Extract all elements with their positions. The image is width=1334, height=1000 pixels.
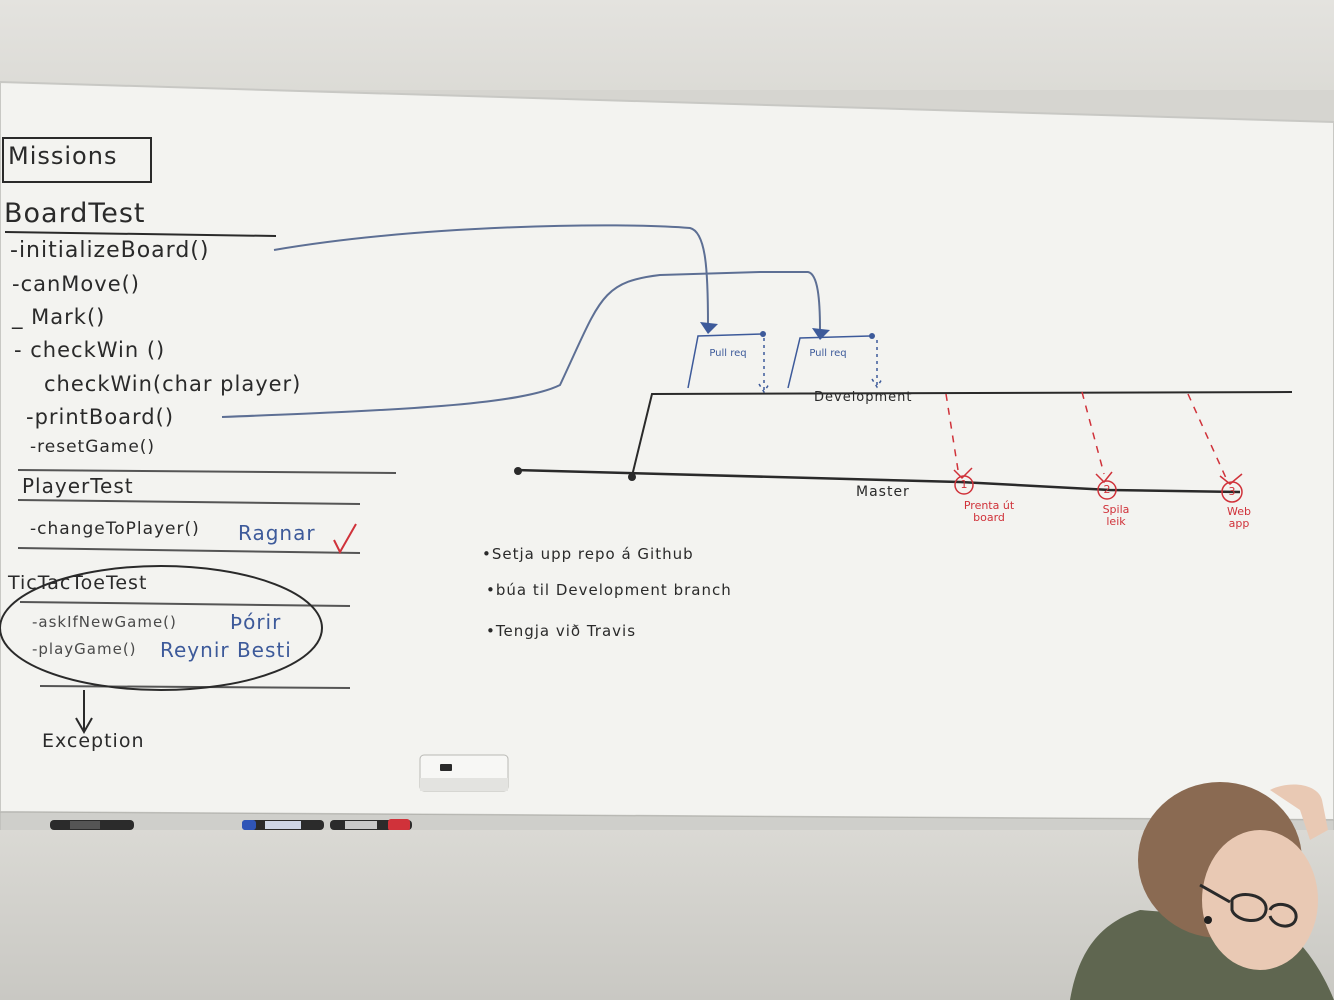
tictactoe-ellipse [0, 565, 323, 691]
milestone-1-v [953, 467, 973, 480]
milestone-2-v [1095, 471, 1113, 484]
arrowhead [812, 328, 830, 340]
marker-black [50, 820, 134, 830]
person-photo-region [1070, 782, 1334, 1000]
tictactoe-item: -askIfNewGame() [32, 613, 177, 631]
tictactoe-title: TicTacToeTest [8, 572, 148, 594]
milestone-1-label: Prenta út board [963, 499, 1015, 524]
arrowhead [700, 322, 718, 334]
boardtest-item: -resetGame() [30, 437, 156, 457]
pr2-dotted-arrow [871, 340, 883, 389]
wall-background [0, 0, 1334, 90]
checkmark-icon [333, 523, 357, 555]
milestone-3-label: Web app [1227, 505, 1251, 530]
boardtest-item: checkWin(char player) [44, 372, 302, 396]
pull-request-label-1: Pull req [709, 348, 747, 359]
marker-red [330, 819, 412, 831]
milestone-2-circle [1097, 480, 1117, 500]
tictactoe-assignee: Reynir Besti [160, 638, 292, 662]
connector-initialize-to-pr1 [273, 224, 709, 326]
tictactoe-assignee: Þórir [230, 610, 282, 634]
boardtest-item: -printBoard() [26, 405, 175, 429]
playertest-assignee: Ragnar [238, 521, 316, 545]
playertest-item: -changeToPlayer() [30, 519, 200, 539]
boardtest-item: -canMove() [12, 272, 141, 296]
merge-dashed-3 [1187, 393, 1227, 479]
connector-printboard-to-pr2 [221, 271, 821, 418]
development-label: Development [814, 390, 913, 405]
person-hand [1270, 784, 1328, 840]
milestone-3-v [1219, 473, 1243, 485]
exception-label: Exception [42, 730, 145, 752]
development-branch-line [631, 391, 1293, 477]
marker-blue [242, 820, 324, 830]
boardtest-item: -initializeBoard() [10, 238, 210, 263]
milestone-1-number: 1 [960, 478, 968, 491]
playertest-title: PlayerTest [22, 474, 134, 498]
tictactoe-item: -playGame() [32, 640, 137, 658]
merge-dashed-2 [1081, 391, 1105, 475]
missions-box [2, 137, 152, 183]
pr1-dotted-arrow [758, 338, 770, 394]
exception-arrow [75, 690, 93, 735]
glasses-icon [1199, 883, 1298, 928]
milestone-3-number: 3 [1228, 485, 1236, 498]
milestone-2-number: 2 [1103, 483, 1111, 496]
boardtest-title: BoardTest [4, 198, 146, 229]
separator-line [17, 469, 397, 474]
pull-request-box-2 [787, 335, 871, 389]
master-start-dot [514, 467, 522, 475]
master-branch-line [514, 468, 1241, 494]
separator-line [17, 547, 361, 554]
earring [1204, 916, 1212, 924]
pr1-dot [760, 331, 766, 337]
missions-title: Missions [8, 142, 118, 170]
separator-line [17, 499, 361, 505]
boardtest-underline [4, 231, 277, 237]
whiteboard-surface [0, 80, 1334, 822]
separator-line [19, 601, 351, 607]
pull-request-label-2: Pull req [809, 348, 847, 359]
eraser [419, 754, 509, 792]
boardtest-item: - checkWin () [14, 338, 166, 362]
todo-item: •búa til Development branch [486, 581, 732, 599]
todo-item: •Setja upp repo á Github [482, 545, 694, 563]
pr2-dot [869, 333, 875, 339]
pull-request-box-1 [687, 333, 763, 389]
branch-point-dot [628, 473, 636, 481]
milestone-2-label: Spila leik [1102, 503, 1130, 528]
boardtest-item: _ Mark() [12, 305, 106, 329]
master-label: Master [856, 484, 910, 500]
separator-line [39, 685, 351, 689]
todo-item: •Tengja við Travis [486, 622, 637, 640]
